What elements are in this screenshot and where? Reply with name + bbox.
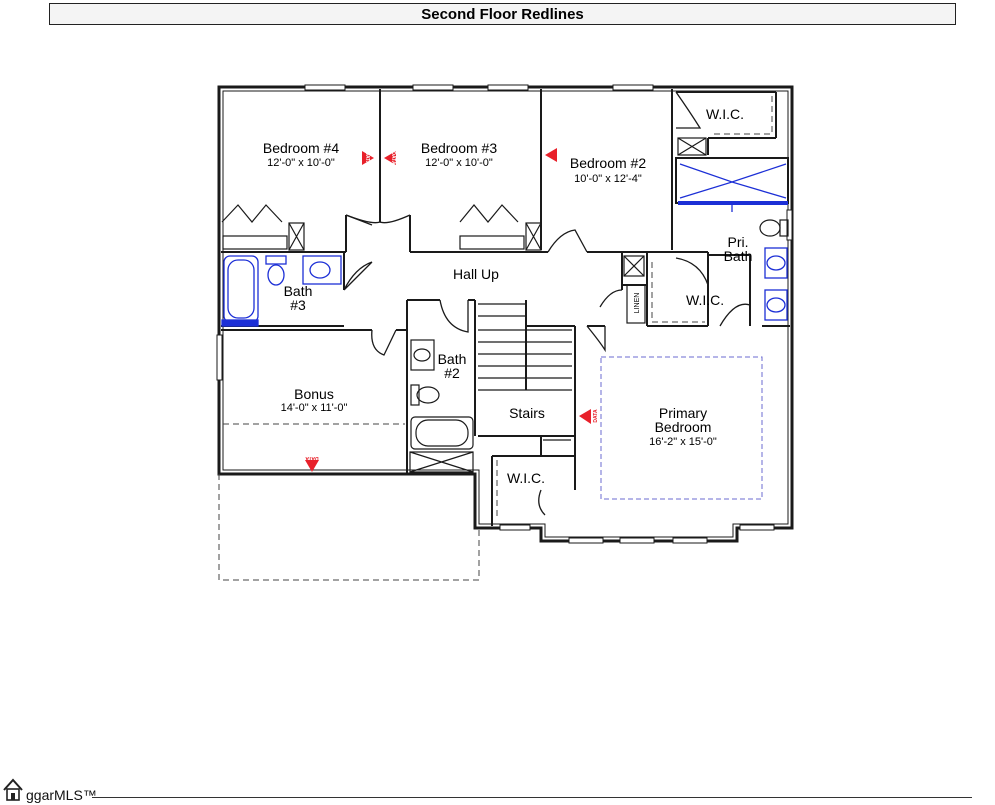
bath3-label-line1: Bath (284, 283, 313, 299)
bedroom2-name: Bedroom #2 (570, 155, 646, 171)
primary-dims: 16'-2" x 15'-0" (649, 436, 717, 448)
hall-label: Hall Up (453, 266, 499, 282)
primary-name-line1: Primary (659, 405, 707, 421)
tray-ceiling (600, 356, 763, 500)
bath3-label-line2: #3 (290, 297, 306, 313)
svg-text:DATA: DATA (593, 409, 599, 423)
plumbing-fixtures (221, 163, 788, 327)
svg-text:DATA: DATA (364, 151, 370, 165)
house-icon (3, 778, 23, 801)
page-title: Second Floor Redlines (421, 5, 584, 23)
bedroom2-dims: 10'-0" x 12'-4" (574, 173, 642, 185)
wic-bottom-label: W.I.C. (507, 470, 545, 486)
title-bar: Second Floor Redlines (49, 3, 956, 25)
dashed-lines (218, 96, 773, 581)
data-marker: DATA (305, 455, 319, 472)
linen-label: LINEN (634, 293, 641, 314)
bedroom3-dims: 12'-0" x 10'-0" (425, 157, 493, 169)
bedroom3-name: Bedroom #3 (421, 140, 497, 156)
footer-divider (92, 797, 972, 798)
closet-doors (221, 137, 707, 473)
data-marker: DATA (579, 409, 599, 424)
data-marker (545, 148, 557, 162)
stair-treads (478, 303, 572, 391)
wic-top-label: W.I.C. (706, 106, 744, 122)
windows (216, 84, 793, 544)
svg-text:DATA: DATA (390, 151, 396, 165)
data-marker: DATA (362, 151, 374, 165)
bonus-dims: 14'-0" x 11'-0" (281, 402, 348, 414)
other-fixtures (410, 219, 789, 450)
logo-text: ggarMLS™ (26, 787, 97, 803)
pri-bath-label-line1: Pri. (728, 234, 749, 250)
door-swings (343, 91, 751, 516)
bath2-label-line1: Bath (438, 351, 467, 367)
svg-text:DATA: DATA (305, 455, 319, 461)
data-marker: DATA (384, 151, 396, 165)
bedroom4-dims: 12'-0" x 10'-0" (267, 157, 335, 169)
bonus-name: Bonus (294, 386, 334, 402)
primary-name-line2: Bedroom (655, 419, 712, 435)
pri-bath-label-line2: Bath (724, 248, 753, 264)
inner-wall-lines (222, 90, 789, 538)
bedroom4-name: Bedroom #4 (263, 140, 339, 156)
bath2-label-line2: #2 (444, 365, 460, 381)
mls-logo: ggarMLS™ (2, 776, 97, 802)
wic-mid-label: W.I.C. (686, 292, 724, 308)
redline-markers: DATA DATA DATA DATA (305, 148, 599, 472)
stairs-label: Stairs (509, 405, 545, 421)
